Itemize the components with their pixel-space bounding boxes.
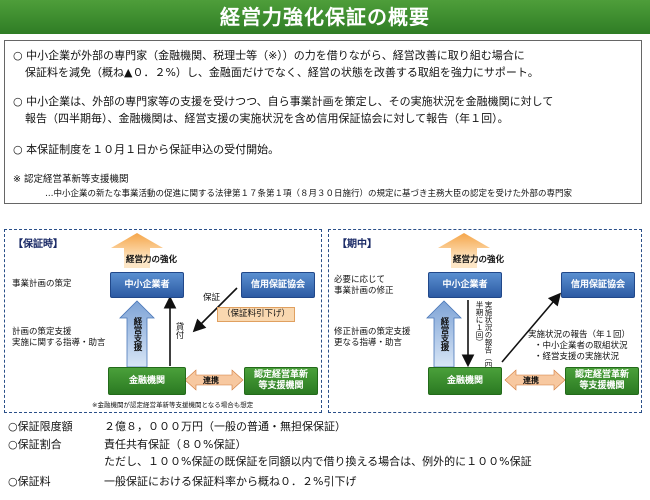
right-advisor-line-1: 認定経営革新 xyxy=(574,370,629,380)
right-revise-label-line-2: 事業計画の修正 xyxy=(334,286,394,296)
right-support-arrow xyxy=(426,300,462,368)
note-body: …中小企業の新たな事業活動の促進に関する法律第１７条第１項（８月３０日施行）の規… xyxy=(45,189,573,199)
note-title: ※ 認定経営革新等支援機関 xyxy=(13,174,129,185)
issuance-panel-title: 【保証時】 xyxy=(13,239,63,250)
intro-paragraph-2-line-2: 報告（四半期毎）、金融機関は、経営支援の実施状況を含め信用保証協会に対して報告（… xyxy=(25,112,509,125)
left-coop-arrow xyxy=(184,369,244,391)
issuance-panel: 【保証時】 xyxy=(4,229,322,413)
limit-label: ○保証限度額 xyxy=(8,420,73,433)
right-strength-label: 経営力の強化 xyxy=(453,255,505,265)
left-strength-arrow xyxy=(111,233,163,257)
right-advisor-line-2: 等支援機関 xyxy=(579,381,625,391)
right-advisor-box: 認定経営革新 等支援機関 xyxy=(565,367,639,395)
overview-box: ○ 中小企業が外部の専門家（金融機関、税理士等（※））の力を借りながら、経営改善… xyxy=(4,40,642,204)
ratio-value-2: ただし、１００%保証の既保証を同額以内で借り換える場合は、例外的に１００%保証 xyxy=(104,455,532,468)
left-cgc-box: 信用保証協会 xyxy=(241,272,315,298)
right-strength-arrow-base xyxy=(451,257,477,268)
left-guarantee-arrow xyxy=(192,287,238,333)
right-cgc-box: 信用保証協会 xyxy=(561,272,635,298)
right-support-label-line-2: 更なる指導・助言 xyxy=(334,338,403,348)
intro-paragraph-2-line-1: ○ 中小企業は、外部の専門家等の支援を受けつつ、自ら事業計画を策定し、その実施状… xyxy=(13,95,554,108)
left-strength-label: 経営力の強化 xyxy=(126,255,178,265)
right-support-label-line-1: 修正計画の策定支援 xyxy=(334,327,411,337)
right-quarterly-report-label: 実施状況の報告（四半期に１回） xyxy=(475,301,493,369)
interim-panel: 【期中】 xyxy=(328,229,642,413)
page-title: 経営力強化保証の概要 xyxy=(0,0,650,34)
right-annual-report-arrow xyxy=(501,292,562,363)
left-sme-box: 中小企業者 xyxy=(110,272,184,298)
left-support-arrow xyxy=(119,300,155,368)
left-footnote: ※金融機関が認定経営革新等支援機関となる場合も想定 xyxy=(92,401,254,409)
right-support-arrow-label: 経営支援 xyxy=(439,317,449,351)
left-strength-arrow-base xyxy=(124,257,150,268)
left-bank-box: 金融機関 xyxy=(108,367,186,395)
right-revise-label-line-1: 必要に応じて xyxy=(334,275,386,285)
ratio-value-1: 責任共有保証（８０%保証） xyxy=(104,438,247,451)
left-loan-label: 貸付 xyxy=(174,322,184,339)
right-annual-label-line-3: ・経営支援の実施状況 xyxy=(534,352,620,362)
right-annual-label-line-2: ・中小企業者の取組状況 xyxy=(534,341,628,351)
left-advisor-box: 認定経営革新 等支援機関 xyxy=(244,367,318,395)
right-sme-box: 中小企業者 xyxy=(428,272,502,298)
left-support-arrow-label: 経営支援 xyxy=(132,317,142,351)
intro-paragraph-3: ○ 本保証制度を１０月１日から保証申込の受付開始。 xyxy=(13,143,280,156)
fee-value: 一般保証における保証料率から概ね０．２%引下げ xyxy=(104,475,357,488)
left-coop-label: 連携 xyxy=(203,376,219,385)
interim-panel-title: 【期中】 xyxy=(337,239,377,250)
left-guarantee-label: 保証 xyxy=(203,293,221,303)
right-strength-arrow xyxy=(438,233,490,257)
left-support-label-line-1: 計画の策定支援 xyxy=(12,327,72,337)
right-annual-label-line-1: 実施状況の報告（年１回） xyxy=(528,330,631,340)
fee-label: ○保証料 xyxy=(8,475,51,488)
left-advisor-line-1: 認定経営革新 xyxy=(253,370,308,380)
ratio-label: ○保証割合 xyxy=(8,438,62,451)
right-bank-box: 金融機関 xyxy=(428,367,502,395)
right-coop-label: 連携 xyxy=(523,376,539,385)
intro-paragraph-1-line-1: ○ 中小企業が外部の専門家（金融機関、税理士等（※））の力を借りながら、経営改善… xyxy=(13,49,525,62)
intro-paragraph-1-line-2: 保証料を減免（概ね▲０．２%）し、金融面だけでなく、経営の状態を改善する取組を強… xyxy=(25,66,539,79)
left-support-label-line-2: 実施に関する指導・助言 xyxy=(12,338,106,348)
left-fee-cut-label: （保証料引下げ） xyxy=(217,307,296,322)
left-plan-label: 事業計画の策定 xyxy=(12,279,72,289)
limit-value: ２億８，０００万円（一般の普通・無担保保証） xyxy=(104,420,346,433)
left-advisor-line-2: 等支援機関 xyxy=(258,381,304,391)
